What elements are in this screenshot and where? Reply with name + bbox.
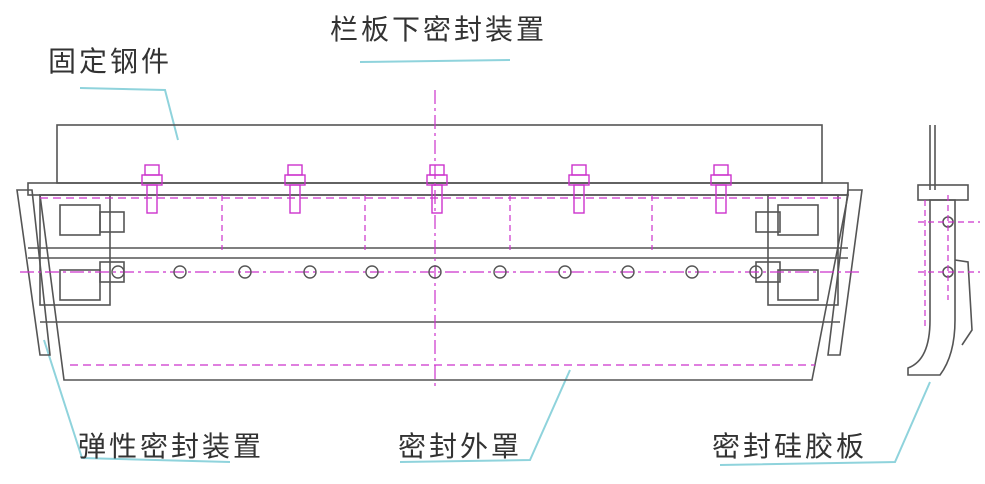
leader-lines [43,59,931,466]
bolt-2 [284,164,306,214]
leader-top-center [359,59,511,63]
side-view-dashes [918,195,980,330]
right-bracket [755,194,839,306]
leader-fixed-steel [79,87,179,141]
bolt-1 [141,164,163,214]
right-end-plate [827,189,863,356]
center-lines [20,90,860,390]
label-silicone-plate: 密封硅胶板 [712,430,868,463]
bolt-holes [111,265,763,279]
seal-cover [39,194,849,381]
top-bolts [141,164,732,214]
front-view [16,124,863,381]
label-seal-cover: 密封外罩 [398,430,523,463]
bolt-5 [710,164,732,214]
left-bracket [39,194,125,306]
leader-silicone [719,381,931,466]
left-end-plate [16,189,51,356]
leader-cover [399,369,571,463]
label-elastic-seal: 弹性密封装置 [78,430,265,463]
side-view [907,125,973,376]
leader-elastic-seal [43,339,231,463]
bolt-4 [568,164,590,214]
label-top-center: 栏板下密封装置 [330,13,548,46]
label-fixed-steel: 固定钢件 [48,45,173,78]
bolt-3 [426,164,448,214]
